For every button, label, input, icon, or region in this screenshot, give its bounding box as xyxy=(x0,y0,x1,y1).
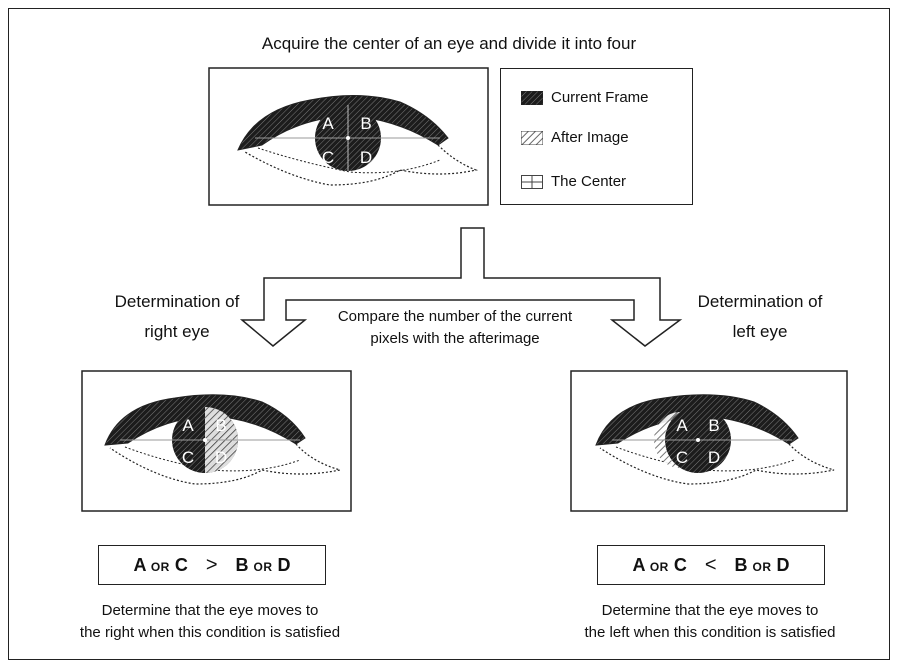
determine-l-line2: the left when this condition is satisfie… xyxy=(584,624,836,641)
current-frame-swatch-icon xyxy=(521,90,543,105)
split-arrow xyxy=(239,227,683,347)
cond-r-or2: OR xyxy=(253,559,273,574)
legend-label-the-center: The Center xyxy=(551,173,627,190)
left-quadrant-d: D xyxy=(708,448,720,467)
right-eye: A B C D xyxy=(104,394,341,485)
determine-l-line1: Determine that the eye moves to xyxy=(601,602,819,619)
right-eye-label-line1: Determination of xyxy=(114,292,240,311)
left-eye: A B C D xyxy=(595,394,835,485)
cond-r-operator: > xyxy=(205,553,218,576)
top-quadrant-b: B xyxy=(360,114,371,133)
top-quadrant-a: A xyxy=(322,114,334,133)
after-image-swatch-icon xyxy=(521,130,543,145)
legend-label-current-frame: Current Frame xyxy=(551,89,649,106)
cond-l-b: B xyxy=(734,554,748,575)
left-eye-label: Determination of left eye xyxy=(660,287,860,347)
left-condition-box: A OR C < B OR D xyxy=(597,545,825,585)
legend-label-after-image: After Image xyxy=(551,129,629,146)
top-quadrant-d: D xyxy=(360,148,372,167)
cond-l-a: A xyxy=(632,554,645,575)
left-quadrant-a: A xyxy=(676,416,688,435)
right-determination-text: Determine that the eye moves to the righ… xyxy=(40,600,380,644)
compare-line1: Compare the number of the current xyxy=(337,308,573,325)
legend: Current Frame After Image The Center xyxy=(500,68,693,205)
cond-r-c: C xyxy=(174,554,188,575)
cond-l-operator: < xyxy=(704,553,717,576)
right-condition-box: A OR C > B OR D xyxy=(98,545,326,585)
determine-r-line2: the right when this condition is satisfi… xyxy=(79,624,341,641)
right-quadrant-a: A xyxy=(182,416,194,435)
legend-item-current-frame: Current Frame xyxy=(521,89,649,106)
compare-line2: pixels with the afterimage xyxy=(370,330,540,347)
legend-item-after-image: After Image xyxy=(521,129,629,146)
left-eye-label-line1: Determination of xyxy=(697,292,823,311)
right-eye-label-line2: right eye xyxy=(144,322,210,341)
cond-l-d: D xyxy=(776,554,790,575)
cond-l-or2: OR xyxy=(752,559,772,574)
cond-r-or1: OR xyxy=(150,559,170,574)
right-eye-label: Determination of right eye xyxy=(82,287,272,347)
diagram-frame xyxy=(8,8,890,660)
cond-l-c: C xyxy=(673,554,687,575)
left-quadrant-b: B xyxy=(708,416,719,435)
determine-r-line1: Determine that the eye moves to xyxy=(101,602,319,619)
compare-label: Compare the number of the current pixels… xyxy=(290,306,620,350)
right-quadrant-d: D xyxy=(215,448,227,467)
left-determination-text: Determine that the eye moves to the left… xyxy=(540,600,880,644)
cond-r-a: A xyxy=(133,554,146,575)
center-cross-icon xyxy=(521,174,543,189)
cond-r-d: D xyxy=(277,554,291,575)
diagram-title: Acquire the center of an eye and divide … xyxy=(261,34,637,53)
cond-l-or1: OR xyxy=(649,559,669,574)
cond-r-b: B xyxy=(235,554,249,575)
right-quadrant-c: C xyxy=(182,448,194,467)
top-quadrant-c: C xyxy=(322,148,334,167)
legend-item-the-center: The Center xyxy=(521,173,626,190)
right-quadrant-b: B xyxy=(215,416,226,435)
left-quadrant-c: C xyxy=(676,448,688,467)
top-eye: A B C D xyxy=(237,95,479,186)
left-eye-label-line2: left eye xyxy=(732,322,788,341)
